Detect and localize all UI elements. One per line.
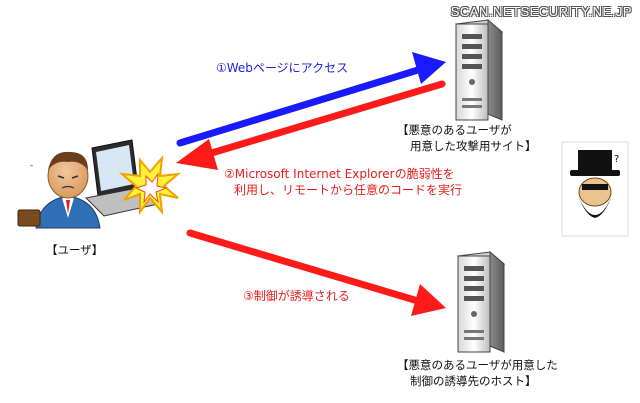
step2-label-line2: 利用し、リモートから任意のコードを実行 <box>234 183 463 197</box>
step1-label: ①Webページにアクセス <box>216 61 349 75</box>
redirect-server-icon <box>456 250 506 353</box>
redirect-host-label-line2: 制御の誘導先のホスト】 <box>410 374 537 388</box>
watermark-text: SCAN.NETSECURITY.NE.JP <box>450 4 632 19</box>
red-arrow-exploit <box>176 80 446 170</box>
step2-label-line1: ②Microsoft Internet Explorerの脆弱性を <box>224 167 455 181</box>
user-label: 【ユーザ】 <box>46 243 104 257</box>
svg-text:-: - <box>30 161 33 171</box>
attack-site-label-line1: 【悪意のあるユーザが <box>397 123 512 137</box>
blue-arrow-access <box>176 52 446 147</box>
attack-site-label-line2: 用意した攻撃用サイト】 <box>410 139 537 153</box>
step3-label: ③制御が誘導される <box>243 289 350 303</box>
svg-text:?: ? <box>614 154 619 165</box>
red-arrow-redirect <box>186 229 446 316</box>
redirect-host-label-line1: 【悪意のあるユーザが用意した <box>397 358 558 372</box>
attack-server-icon <box>454 18 504 121</box>
user-avatar-icon: - <box>17 151 101 229</box>
attacker-avatar-icon: ? <box>561 141 629 237</box>
explosion-icon <box>118 154 182 216</box>
